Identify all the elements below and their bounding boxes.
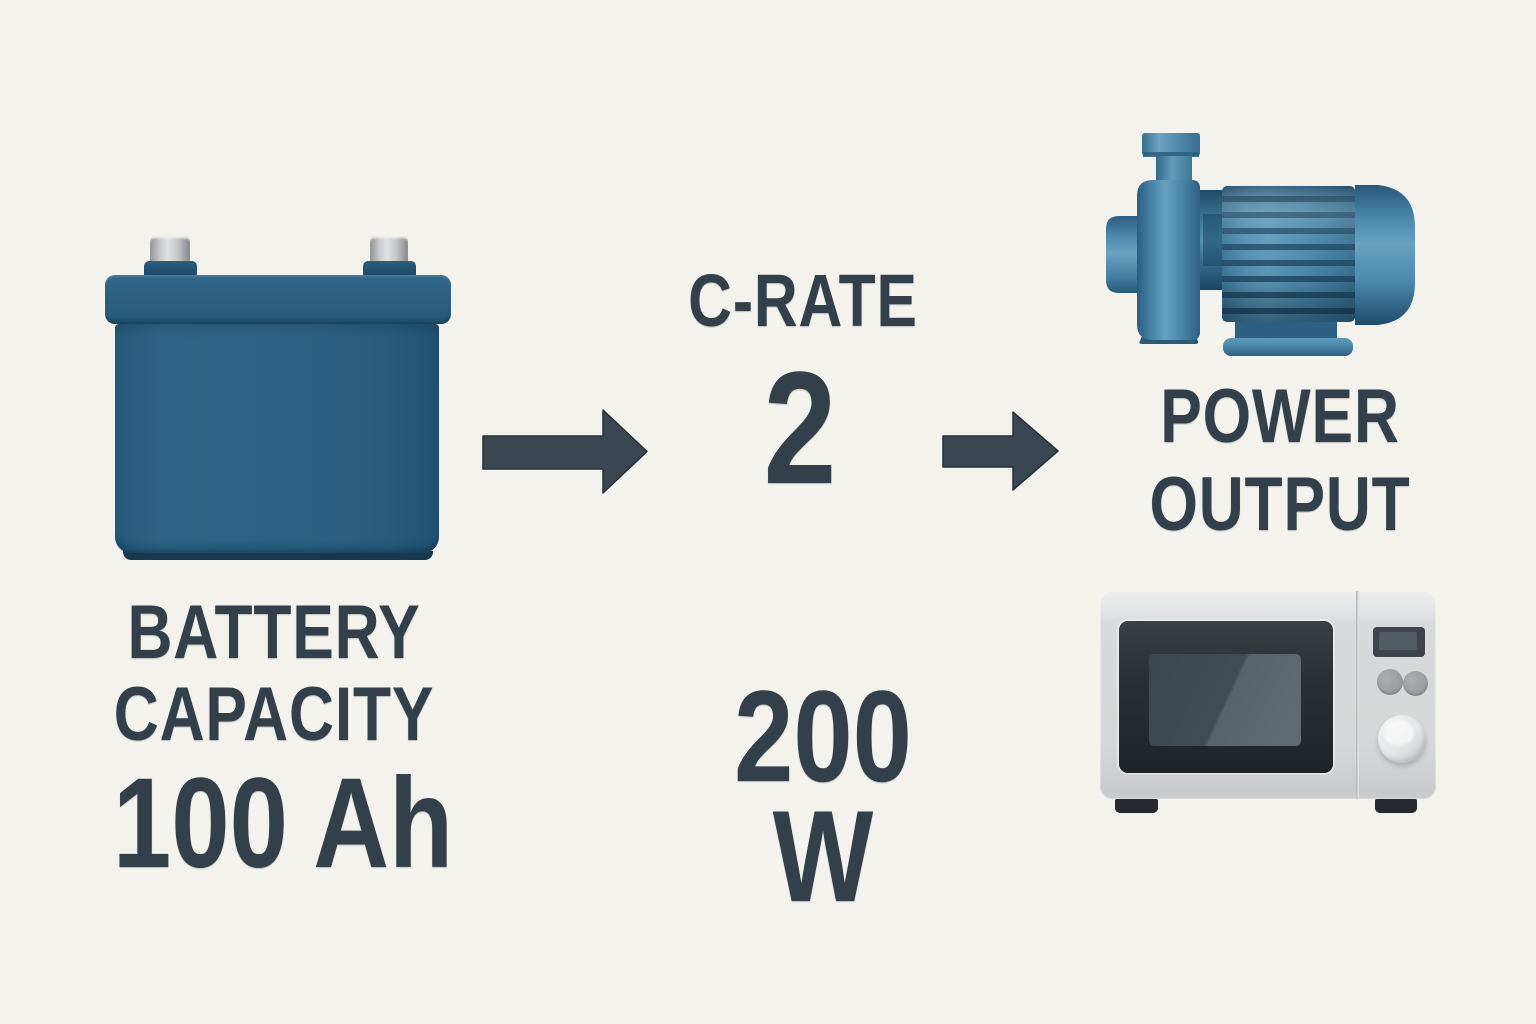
battery-lid [105, 275, 451, 324]
c-rate-value: 2 [763, 338, 837, 517]
battery-label-line1: BATTERY [127, 590, 421, 675]
microwave-button-2 [1403, 671, 1428, 696]
microwave-panel-divider [1356, 591, 1359, 799]
microwave-knob [1378, 715, 1426, 763]
c-rate-label: C-RATE [688, 259, 918, 342]
battery-capacity-value: 100 Ah [112, 752, 454, 895]
arrow-right-icon [942, 411, 1059, 491]
microwave-button-1 [1377, 669, 1403, 695]
battery-icon [105, 236, 451, 568]
microwave-door-window [1149, 654, 1301, 746]
battery-terminal-collar-right [363, 261, 416, 276]
power-result-value: 200 W [734, 663, 912, 929]
battery-terminal-collar-left [144, 261, 197, 276]
water-pump-icon [1106, 133, 1415, 356]
power-label-line1: POWER [1160, 374, 1400, 459]
microwave-display-screen [1379, 632, 1417, 650]
power-label-line2: OUTPUT [1149, 462, 1411, 547]
battery-base [123, 551, 433, 560]
battery-body [115, 324, 439, 553]
battery-label-line2: CAPACITY [113, 672, 435, 757]
arrow-right-icon [482, 409, 648, 494]
microwave-foot-right [1375, 799, 1417, 813]
microwave-icon [1100, 588, 1438, 816]
microwave-foot-left [1115, 799, 1158, 813]
